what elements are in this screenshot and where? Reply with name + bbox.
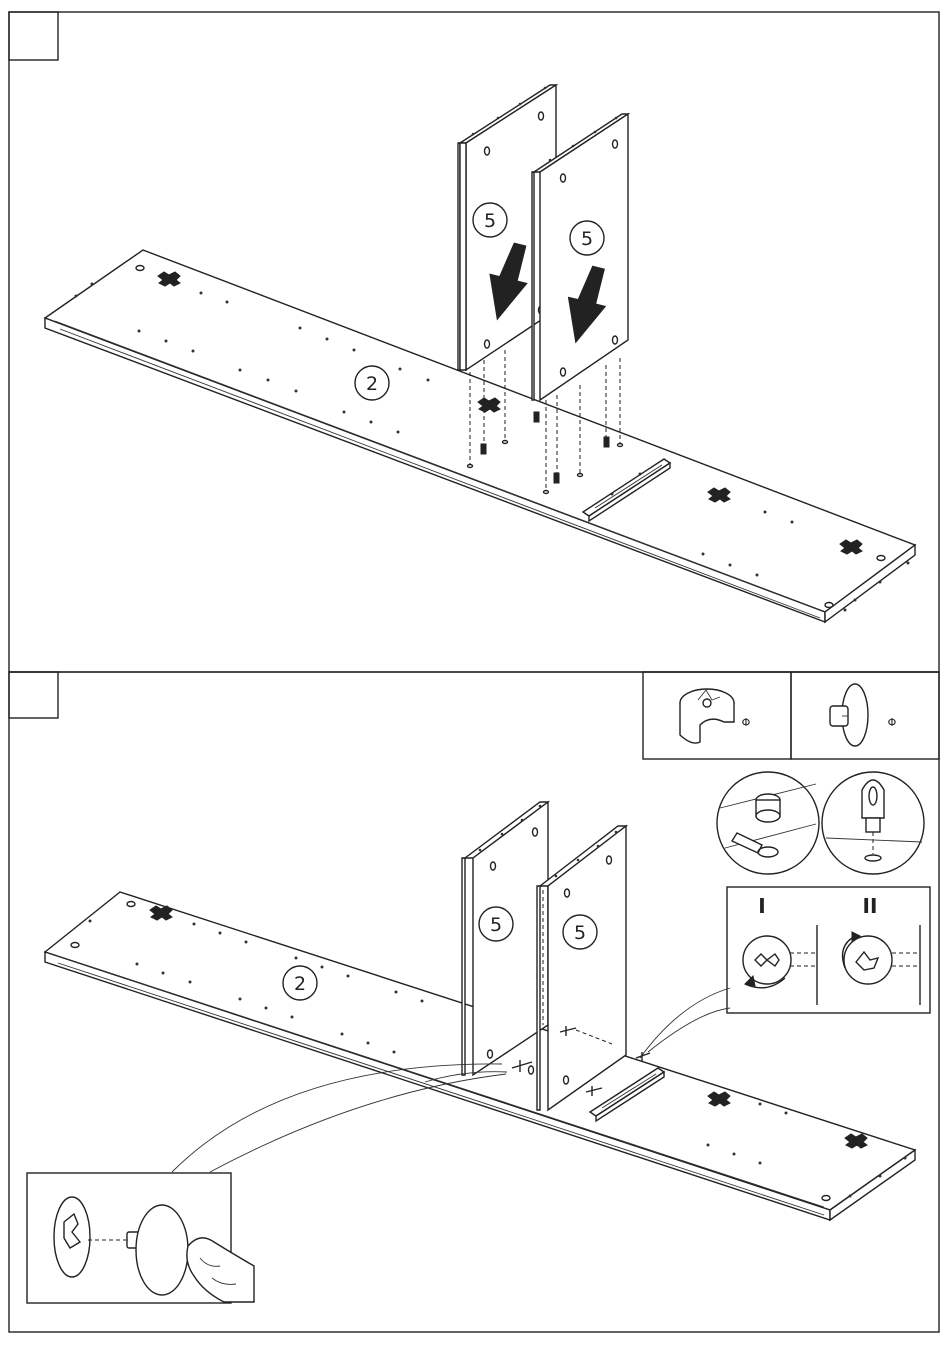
step-1-number-box bbox=[9, 12, 58, 60]
part-number-text: 5 bbox=[581, 228, 593, 250]
cover-cap-detail bbox=[27, 1173, 254, 1303]
hardware-legend: Φ Φ bbox=[643, 672, 939, 759]
step-roman-numeral: II bbox=[863, 894, 878, 918]
hardware-spec-label: Φ bbox=[888, 716, 897, 729]
part-number-text: 2 bbox=[294, 973, 306, 995]
part-label-5-right: 5 bbox=[570, 221, 604, 255]
cam-tighten-steps: I II bbox=[727, 887, 930, 1013]
part-label-2: 2 bbox=[355, 366, 389, 400]
detail-circle-dowel-insert bbox=[822, 772, 924, 874]
part-label-2: 2 bbox=[283, 966, 317, 1000]
callout-to-steps bbox=[640, 988, 730, 1058]
hardware-spec-label: Φ bbox=[742, 716, 751, 729]
part-label-5-left: 5 bbox=[479, 907, 513, 941]
cam-lock-icon bbox=[680, 689, 734, 743]
step-2-panel: Φ Φ bbox=[9, 672, 939, 1332]
step-2-number-box bbox=[9, 672, 58, 718]
step-1-panel: 2 5 bbox=[9, 12, 939, 672]
step-roman-numeral: I bbox=[758, 894, 765, 918]
part-number-text: 2 bbox=[366, 373, 378, 395]
detail-circle-cam-insert bbox=[717, 772, 819, 874]
part-number-text: 5 bbox=[574, 922, 586, 944]
cover-cap-icon bbox=[830, 684, 868, 746]
part-label-5-right: 5 bbox=[563, 915, 597, 949]
part-label-5-left: 5 bbox=[473, 203, 507, 237]
part-number-text: 5 bbox=[484, 210, 496, 232]
part-number-text: 5 bbox=[490, 914, 502, 936]
